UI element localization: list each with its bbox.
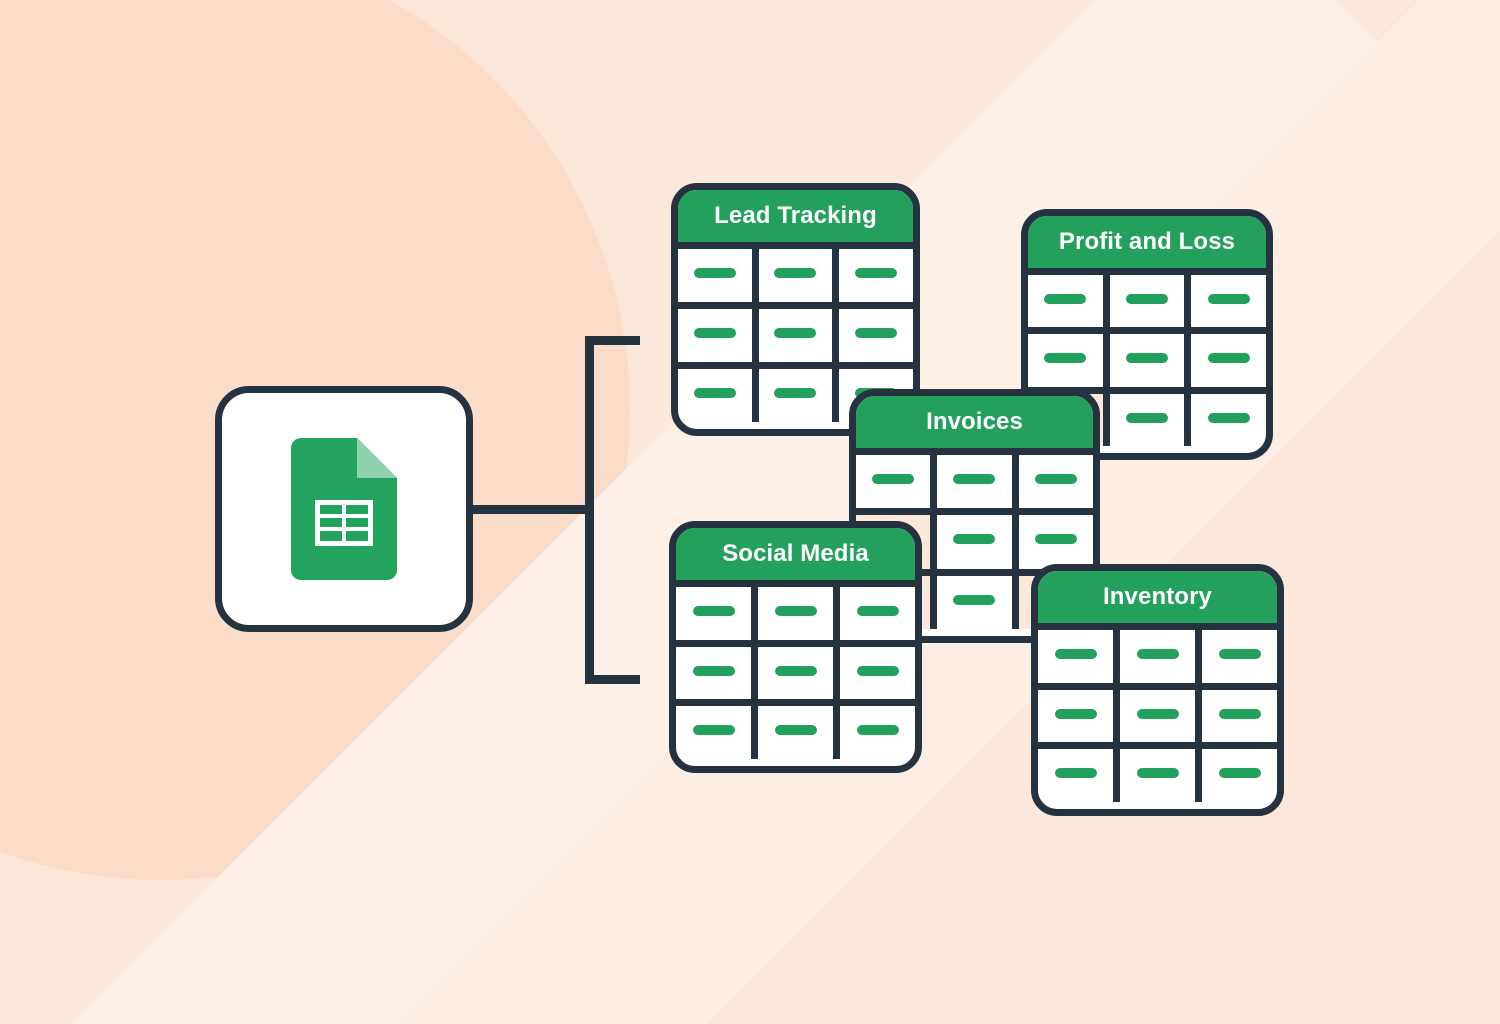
- cell-content-dash: [774, 725, 817, 736]
- sheet-cell: [937, 515, 1012, 569]
- cell-content-dash: [693, 388, 736, 398]
- cell-content-dash: [1218, 649, 1261, 659]
- sheet-cell: [1028, 334, 1103, 387]
- cell-content-dash: [1054, 708, 1097, 719]
- sheet-cell: [1202, 749, 1277, 802]
- card-title: Social Media: [676, 528, 915, 587]
- cell-content-dash: [692, 665, 735, 676]
- connector-line-spine: [585, 336, 594, 684]
- sheet-cell: [937, 575, 1012, 629]
- card-cell-grid: [676, 587, 915, 759]
- cell-content-dash: [1125, 412, 1168, 423]
- card-title: Profit and Loss: [1028, 216, 1266, 275]
- connector-line-branch-bottom: [585, 675, 640, 684]
- sheet-cell: [1109, 334, 1185, 387]
- sheet-cell: [1028, 275, 1103, 328]
- cell-content-dash: [856, 725, 899, 736]
- connector-line-trunk: [470, 505, 594, 514]
- cell-content-dash: [953, 534, 996, 545]
- cell-content-dash: [1044, 353, 1087, 364]
- cell-content-dash: [1044, 294, 1087, 304]
- template-card-social-media[interactable]: Social Media: [669, 521, 922, 773]
- cell-content-dash: [1136, 768, 1179, 779]
- cell-content-dash: [774, 606, 817, 616]
- connector-line-branch-top: [585, 336, 640, 345]
- card-title: Invoices: [856, 396, 1093, 455]
- cell-content-dash: [693, 328, 736, 338]
- cell-content-dash: [692, 606, 735, 616]
- cell-content-dash: [953, 474, 996, 484]
- sheet-cell: [1120, 689, 1195, 743]
- sheet-cell: [1018, 455, 1093, 509]
- sheet-cell: [678, 309, 752, 362]
- sheet-cell: [676, 646, 751, 700]
- sheet-cell: [1038, 630, 1113, 683]
- sheet-cell: [937, 455, 1012, 509]
- cell-content-dash: [856, 665, 899, 676]
- sheet-cell: [1109, 275, 1185, 328]
- sheet-cell: [676, 706, 751, 759]
- sheet-cell: [758, 369, 833, 422]
- cell-content-dash: [774, 388, 817, 398]
- cell-content-dash: [774, 665, 817, 676]
- cell-content-dash: [856, 606, 899, 616]
- sheet-cell: [1038, 689, 1113, 743]
- cell-content-dash: [1218, 708, 1261, 719]
- google-sheets-icon: [291, 438, 397, 580]
- sheet-cell: [1109, 393, 1185, 446]
- sheet-cell: [840, 646, 915, 700]
- cell-content-dash: [774, 268, 817, 278]
- cell-content-dash: [1125, 294, 1168, 304]
- sheet-cell: [1018, 515, 1093, 569]
- sheet-cell: [856, 455, 931, 509]
- card-title: Inventory: [1038, 571, 1277, 630]
- cell-content-dash: [693, 268, 736, 278]
- sheet-cell: [1191, 275, 1266, 328]
- sheet-cell: [1120, 749, 1195, 802]
- cell-content-dash: [1034, 534, 1077, 545]
- sheet-cell: [839, 249, 913, 302]
- sheet-cell: [1191, 393, 1266, 446]
- cell-content-dash: [1207, 412, 1250, 423]
- cell-content-dash: [953, 594, 996, 605]
- template-card-inventory[interactable]: Inventory: [1031, 564, 1284, 816]
- card-title: Lead Tracking: [678, 190, 913, 249]
- cell-content-dash: [1136, 708, 1179, 719]
- cell-content-dash: [1218, 768, 1261, 779]
- sheet-cell: [839, 309, 913, 362]
- sheet-cell: [1191, 334, 1266, 387]
- sheet-cell: [678, 249, 752, 302]
- sheet-cell: [1120, 630, 1195, 683]
- sheet-cell: [758, 249, 833, 302]
- cell-content-dash: [1136, 649, 1179, 659]
- card-cell-grid: [678, 249, 913, 422]
- sheet-cell: [758, 309, 833, 362]
- cell-content-dash: [774, 328, 817, 338]
- cell-content-dash: [872, 474, 915, 484]
- template-card-lead-tracking[interactable]: Lead Tracking: [671, 183, 920, 436]
- sheets-app-tile[interactable]: [215, 386, 473, 632]
- sheet-cell: [1038, 749, 1113, 802]
- sheet-cell: [758, 646, 833, 700]
- cell-content-dash: [1207, 294, 1250, 304]
- cell-content-dash: [692, 725, 735, 736]
- sheet-cell: [676, 587, 751, 640]
- sheet-cell: [758, 587, 833, 640]
- cell-content-dash: [855, 268, 898, 278]
- cell-content-dash: [855, 328, 898, 338]
- card-cell-grid: [1038, 630, 1277, 802]
- sheet-cell: [678, 369, 752, 422]
- sheet-cell: [758, 706, 833, 759]
- sheet-cell: [840, 587, 915, 640]
- sheet-cell: [1202, 630, 1277, 683]
- sheet-cell: [840, 706, 915, 759]
- cell-content-dash: [1054, 768, 1097, 779]
- cell-content-dash: [1034, 474, 1077, 484]
- sheet-cell: [1202, 689, 1277, 743]
- cell-content-dash: [1207, 353, 1250, 364]
- cell-content-dash: [1054, 649, 1097, 659]
- cell-content-dash: [1125, 353, 1168, 364]
